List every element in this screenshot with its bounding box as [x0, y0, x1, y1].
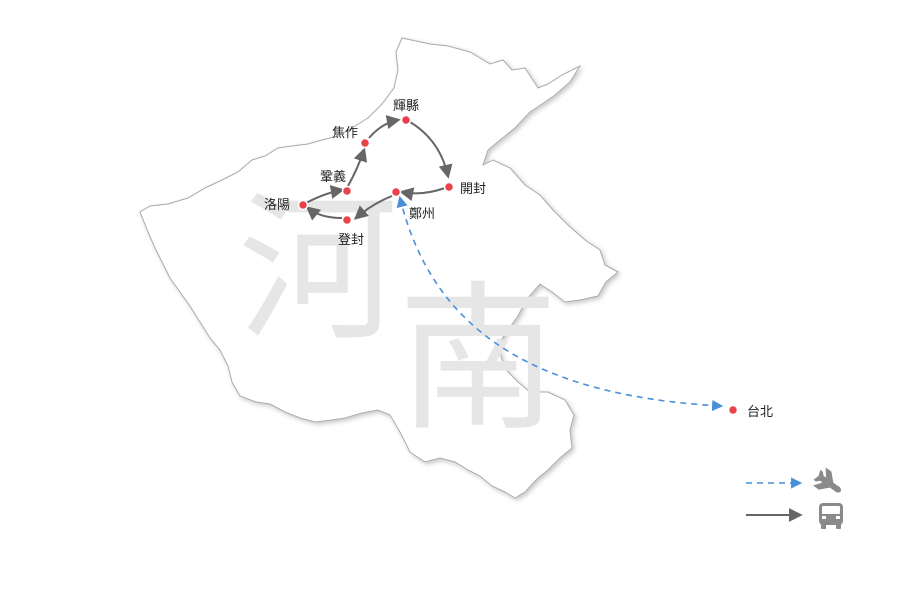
city-markers	[297, 114, 739, 416]
label-zhengzhou: 鄭州	[409, 207, 435, 222]
route-zhengzhou-dengfeng	[353, 195, 393, 220]
label-gongyi: 鞏義	[320, 169, 346, 185]
marker-taipei[interactable]	[727, 404, 739, 416]
route-dengfeng-luoyang	[305, 206, 343, 221]
route-gongyi-jiaozuo	[347, 147, 368, 187]
airplane-icon	[813, 467, 842, 493]
label-kaifeng: 開封	[460, 182, 486, 197]
route-flight-taipei-zhengzhou	[396, 195, 724, 412]
marker-jiaozuo[interactable]	[359, 137, 371, 149]
label-jiaozuo: 焦作	[332, 126, 358, 141]
marker-kaifeng[interactable]	[443, 181, 455, 193]
province-watermark-nan: 南	[398, 266, 558, 453]
marker-luoyang[interactable]	[297, 199, 309, 211]
marker-zhengzhou[interactable]	[390, 186, 402, 198]
label-taipei: 台北	[747, 405, 773, 420]
route-huixian-kaifeng	[409, 121, 453, 179]
marker-dengfeng[interactable]	[341, 214, 353, 226]
label-huixian: 輝縣	[393, 99, 419, 114]
legend	[746, 467, 843, 529]
marker-huixian[interactable]	[400, 114, 412, 126]
label-dengfeng: 登封	[338, 233, 364, 248]
ground-route	[305, 115, 453, 221]
route-kaifeng-zhengzhou	[399, 187, 446, 202]
bus-icon	[819, 503, 843, 529]
route-jiaozuo-huixian	[368, 115, 401, 139]
route-luoyang-gongyi	[305, 185, 345, 204]
marker-gongyi[interactable]	[341, 185, 353, 197]
label-luoyang: 洛陽	[264, 198, 290, 213]
